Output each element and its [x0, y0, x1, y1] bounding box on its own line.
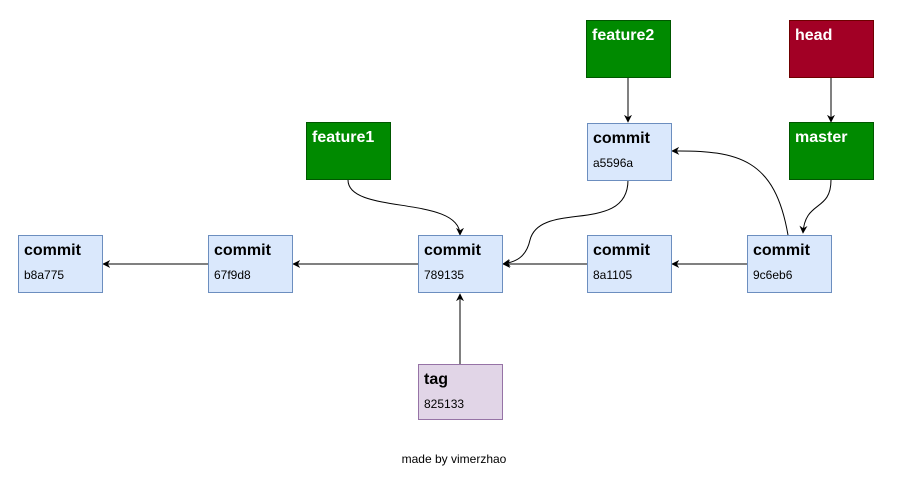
commit-label: commit	[593, 242, 650, 259]
commit-hash: b8a775	[24, 268, 65, 282]
tag-hash: 825133	[424, 397, 465, 411]
commit-label: commit	[753, 242, 810, 259]
edge-9c6eb6-to-a5596a	[671, 146, 789, 236]
commit-node-9c6eb6: commit 9c6eb6	[747, 235, 832, 293]
commit-node-8a1105: commit 8a1105	[587, 235, 672, 293]
branch-label: master	[795, 129, 848, 146]
commit-node-a5596a: commit a5596a	[587, 123, 672, 181]
commit-hash: 789135	[424, 268, 465, 282]
commit-node-b8a775: commit b8a775	[18, 235, 103, 293]
branch-label: feature1	[312, 129, 375, 146]
footer-credit: made by vimerzhao	[401, 452, 507, 466]
commit-node-67f9d8: commit 67f9d8	[208, 235, 293, 293]
branch-feature1: feature1	[306, 122, 391, 180]
branch-master: master	[789, 122, 874, 180]
edge-a5596a-to-789135	[502, 179, 629, 267]
tag-node: tag 825133	[418, 364, 503, 420]
commit-node-789135: commit 789135	[418, 235, 503, 293]
commit-hash: 67f9d8	[214, 268, 251, 282]
commit-hash: 9c6eb6	[753, 268, 793, 282]
commit-label: commit	[214, 242, 271, 259]
branch-feature2: feature2	[586, 20, 671, 78]
branch-label: feature2	[592, 27, 655, 44]
commit-hash: 8a1105	[593, 268, 633, 282]
commit-label: commit	[593, 130, 650, 147]
head-ref: head	[789, 20, 874, 78]
edge-feature1-to-789135	[347, 179, 464, 236]
commit-label: commit	[424, 242, 481, 259]
tag-label: tag	[424, 371, 448, 388]
edge-master-to-9c6eb6	[799, 179, 832, 234]
commit-label: commit	[24, 242, 81, 259]
head-label: head	[795, 27, 833, 44]
commit-hash: a5596a	[593, 156, 634, 170]
